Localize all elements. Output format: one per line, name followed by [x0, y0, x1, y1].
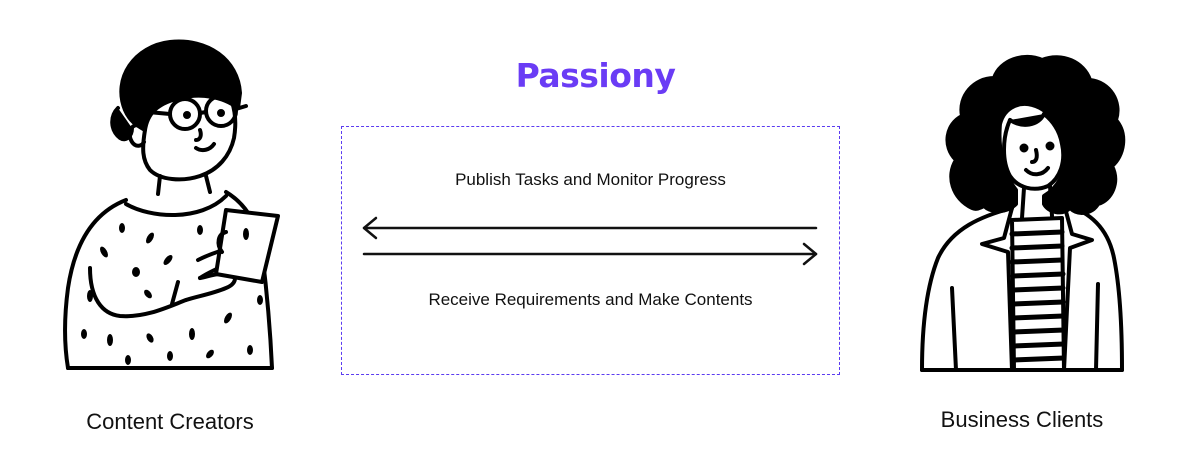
business-clients-caption: Business Clients — [940, 407, 1104, 432]
interaction-flow-box: Publish Tasks and Monitor Progress Recei… — [341, 126, 840, 375]
brand-title: Passiony — [515, 56, 676, 95]
content-creators-caption: Content Creators — [86, 409, 254, 434]
arrow-right-icon — [362, 242, 818, 266]
arrow-left-icon — [362, 216, 818, 240]
business-client-illustration-icon — [920, 54, 1126, 372]
publish-tasks-label: Publish Tasks and Monitor Progress — [455, 170, 726, 189]
content-creator-illustration-icon — [63, 39, 280, 370]
receive-requirements-label: Receive Requirements and Make Contents — [428, 290, 753, 309]
